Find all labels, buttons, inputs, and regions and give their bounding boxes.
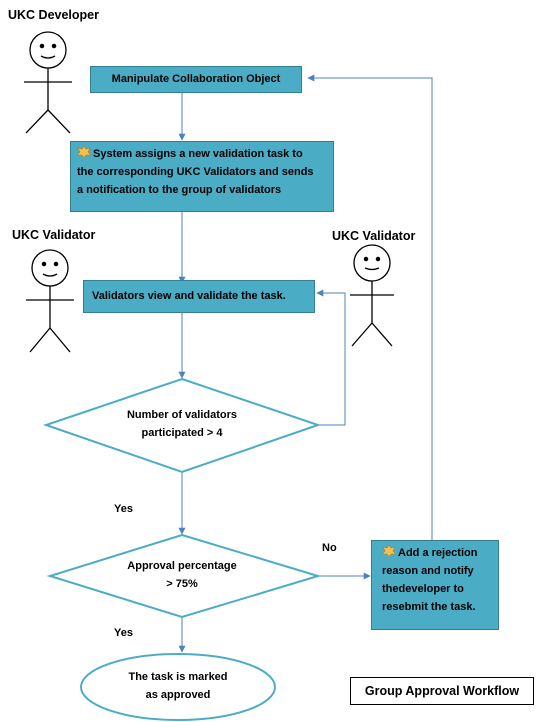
end-text: The task is marked as approved	[90, 668, 266, 704]
validator-left-actor-icon	[26, 249, 74, 353]
arrow-loop-back-validate	[316, 289, 346, 426]
rejection-line-4: resebmit the task.	[382, 601, 476, 613]
system-assigns-line-2: the corresponding UKC Validators and sen…	[77, 166, 314, 178]
system-assigns-line-3: a notification to the group of validator…	[77, 184, 282, 196]
validator-left-label: UKC Validator	[12, 228, 96, 242]
yes-label-1: Yes	[114, 503, 133, 515]
decision-approval-line-2: > 75%	[166, 578, 198, 590]
system-assigns-line-1: System assigns a new validation task to	[77, 145, 327, 163]
decision-approval-text: Approval percentage > 75%	[100, 557, 264, 593]
validator-right-label: UKC Validator	[332, 229, 416, 243]
decision-approval-diamond	[46, 533, 322, 619]
lightbulb-note-icon	[382, 545, 396, 557]
manipulate-object-step: Manipulate Collaboration Object	[90, 66, 302, 93]
end-ellipse	[80, 653, 276, 721]
decision-approval-line-1: Approval percentage	[127, 560, 237, 572]
decision-validators-line-2: participated > 4	[141, 427, 223, 439]
connectors	[178, 74, 433, 653]
developer-label: UKC Developer	[8, 8, 99, 22]
yes-label-2: Yes	[114, 627, 133, 639]
end-line-1: The task is marked	[128, 671, 228, 683]
manipulate-object-label: Manipulate Collaboration Object	[111, 73, 281, 85]
validator-right-actor-icon	[350, 244, 394, 347]
decision-validators-line-1: Number of validators	[126, 409, 238, 421]
developer-actor-icon	[24, 31, 72, 134]
end-line-2: as approved	[145, 689, 211, 701]
rejection-line-2: reason and notify	[382, 565, 474, 577]
rejection-step: Add a rejection reason and notify thedev…	[371, 540, 499, 630]
diagram-caption: Group Approval Workflow	[350, 677, 534, 705]
arrow-resubmit-loop	[307, 74, 433, 540]
rejection-line-1: Add a rejection	[382, 544, 490, 562]
decision-validators-diamond	[42, 377, 322, 474]
lightbulb-note-icon	[77, 146, 91, 158]
no-label: No	[322, 542, 337, 554]
system-assigns-step: System assigns a new validation task to …	[70, 141, 334, 212]
decision-validators-text: Number of validators participated > 4	[100, 406, 264, 442]
rejection-line-3: thedeveloper to	[382, 583, 464, 595]
validators-view-step: Validators view and validate the task.	[83, 280, 315, 313]
validators-view-label: Validators view and validate the task.	[92, 290, 286, 302]
